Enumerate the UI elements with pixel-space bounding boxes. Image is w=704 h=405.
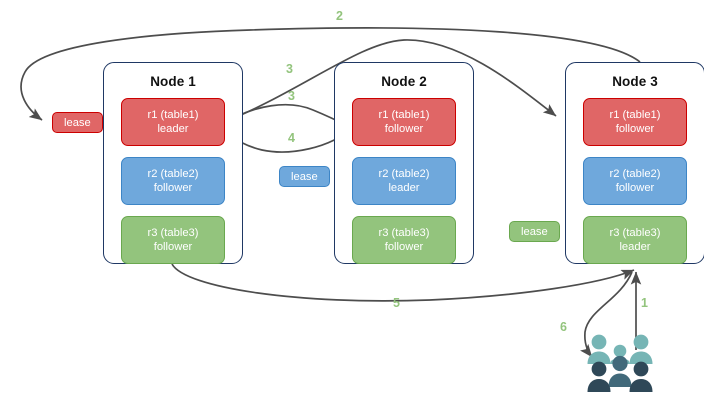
replica-name: r2 (table2)	[609, 168, 661, 180]
replica-role: follower	[153, 241, 193, 253]
replica-name: r3 (table3)	[147, 227, 199, 239]
step-label-4: 4	[288, 131, 295, 145]
node-title: Node 2	[381, 74, 427, 89]
node-card-2[interactable]: Node 2 r1 (table1) follower r2 (table2) …	[334, 62, 474, 264]
replica-role: follower	[615, 123, 655, 135]
step-label-3-upper: 3	[286, 62, 293, 76]
step-label-5: 5	[393, 296, 400, 310]
lease-badge-green[interactable]: lease	[509, 221, 560, 242]
replica-r3[interactable]: r3 (table3) follower	[121, 216, 225, 264]
replica-name: r1 (table1)	[378, 109, 430, 121]
replica-role: leader	[388, 182, 420, 194]
node-card-3[interactable]: Node 3 r1 (table1) follower r2 (table2) …	[565, 62, 704, 264]
replica-r1[interactable]: r1 (table1) follower	[583, 98, 687, 146]
node-card-1[interactable]: Node 1 r1 (table1) leader r2 (table2) fo…	[103, 62, 243, 264]
replica-name: r1 (table1)	[147, 109, 199, 121]
replica-r2[interactable]: r2 (table2) follower	[583, 157, 687, 205]
node-title: Node 1	[150, 74, 196, 89]
replica-name: r1 (table1)	[609, 109, 661, 121]
replica-r1[interactable]: r1 (table1) leader	[121, 98, 225, 146]
step-label-2: 2	[336, 9, 343, 23]
step-label-6: 6	[560, 320, 567, 334]
step-label-1: 1	[641, 296, 648, 310]
replica-role: follower	[153, 182, 193, 194]
replica-name: r2 (table2)	[378, 168, 430, 180]
arrow-step-5	[171, 263, 635, 302]
replica-r2[interactable]: r2 (table2) leader	[352, 157, 456, 205]
replica-name: r3 (table3)	[378, 227, 430, 239]
replica-role: leader	[157, 123, 189, 135]
replica-role: follower	[615, 182, 655, 194]
replica-r1[interactable]: r1 (table1) follower	[352, 98, 456, 146]
replica-role: leader	[619, 241, 651, 253]
replica-r3[interactable]: r3 (table3) follower	[352, 216, 456, 264]
lease-badge-red[interactable]: lease	[52, 112, 103, 133]
users-icon	[587, 334, 653, 392]
node-title: Node 3	[612, 74, 658, 89]
replica-name: r3 (table3)	[609, 227, 661, 239]
replica-r2[interactable]: r2 (table2) follower	[121, 157, 225, 205]
lease-badge-blue[interactable]: lease	[279, 166, 330, 187]
replica-role: follower	[384, 241, 424, 253]
step-label-3-lower: 3	[288, 89, 295, 103]
replica-name: r2 (table2)	[147, 168, 199, 180]
replica-role: follower	[384, 123, 424, 135]
replica-r3[interactable]: r3 (table3) leader	[583, 216, 687, 264]
